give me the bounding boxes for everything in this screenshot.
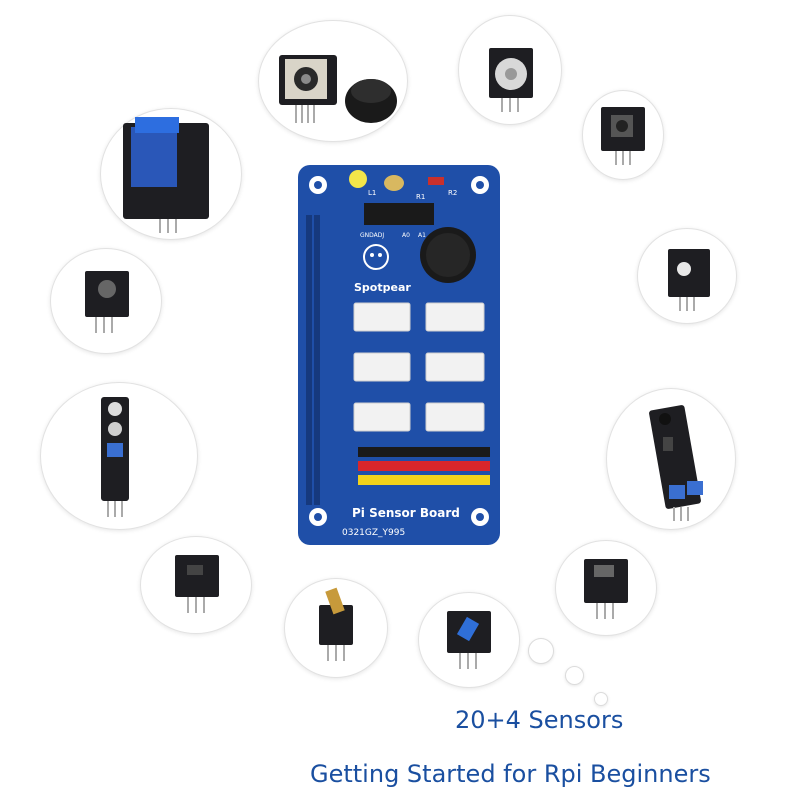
- joystick-module-icon: [279, 55, 397, 123]
- board-code: 0321GZ_Y995: [342, 528, 405, 538]
- label-gndadj: GNDADJ: [360, 232, 384, 239]
- label-r2: R2: [448, 189, 457, 197]
- sensor-bubble-hall: [140, 536, 252, 634]
- touch-module-icon: [85, 271, 129, 333]
- tracking-module-icon: [101, 397, 129, 517]
- thought-dot-large: [528, 638, 554, 664]
- power-header-rows: [358, 447, 490, 485]
- caption-getting-started: Getting Started for Rpi Beginners: [310, 760, 711, 788]
- yellow-led-icon: [349, 170, 367, 188]
- tilt-switch-module-icon: [447, 611, 491, 669]
- sensor-bubble-relay: [100, 108, 242, 240]
- spotpear-logo: [363, 244, 389, 270]
- sensor-bubble-joystick: [258, 20, 408, 142]
- laser-module-icon: [319, 587, 353, 661]
- caption-sensors: 20+4 Sensors: [455, 706, 624, 734]
- brand-label: Spotpear: [354, 281, 411, 294]
- sensor-bubble-tilt: [418, 592, 520, 688]
- relay-module-icon: [123, 117, 209, 233]
- ir-obstacle-module-icon: [649, 405, 703, 521]
- button-module-icon: [601, 107, 645, 165]
- thought-dot-small: [594, 692, 608, 706]
- rgb-led-module-icon: [668, 249, 710, 311]
- sensor-bubble-button: [582, 90, 664, 180]
- photoresistor-icon: [384, 175, 404, 191]
- sensor-bubble-laser: [284, 578, 388, 678]
- connector-blocks: [353, 302, 485, 432]
- sensor-bubble-rgb-led: [637, 228, 737, 324]
- label-a0: A0: [402, 232, 410, 239]
- pi-sensor-board: L1 R1 R2 GNDADJ A0 A1 Spotpear Pi Sensor…: [298, 165, 500, 545]
- gpio-header: [306, 215, 320, 505]
- board-name: Pi Sensor Board: [352, 506, 460, 520]
- sensor-bubble-ir-obstacle: [606, 388, 736, 530]
- reflective-sensor-module-icon: [584, 559, 628, 619]
- hall-sensor-module-icon: [175, 555, 219, 613]
- thought-dot-medium: [565, 666, 584, 685]
- sensor-bubble-touch: [50, 248, 162, 354]
- buzzer-module-icon: [489, 48, 533, 112]
- sensor-bubble-tracking: [40, 382, 198, 530]
- sensor-bubble-reflective: [555, 540, 657, 636]
- label-r1: R1: [416, 193, 425, 201]
- label-a1: A1: [418, 232, 426, 239]
- label-l1: L1: [368, 189, 376, 197]
- sensor-bubble-buzzer: [458, 15, 562, 125]
